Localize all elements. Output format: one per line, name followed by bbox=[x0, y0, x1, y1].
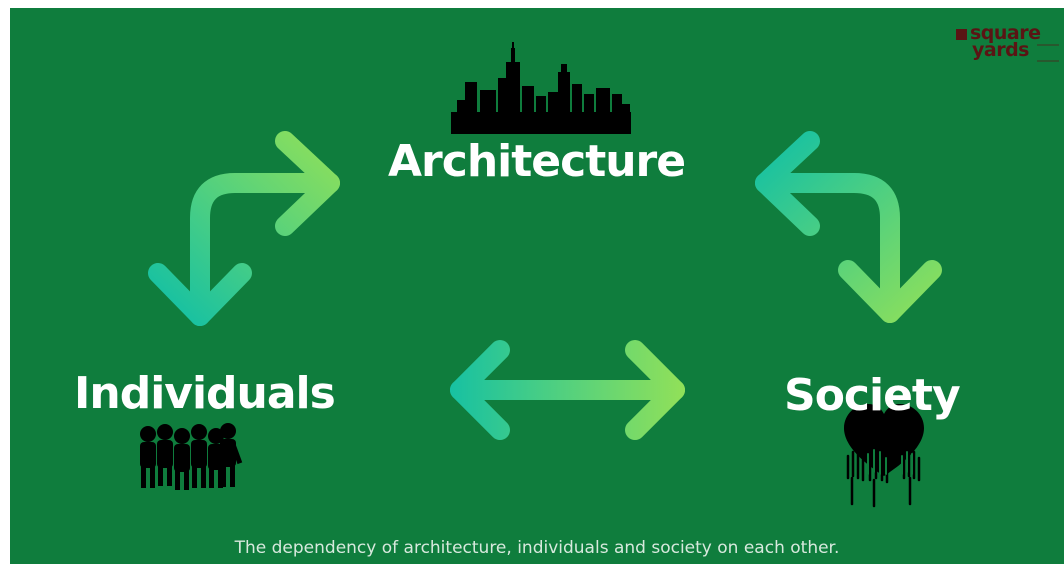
group-of-people-icon bbox=[140, 423, 243, 490]
arrow-architecture-society bbox=[755, 131, 942, 323]
arrow-individuals-architecture bbox=[148, 131, 340, 326]
logo-tagline-mark bbox=[1037, 44, 1059, 62]
node-society-label: Society bbox=[784, 370, 961, 421]
node-architecture-label: Architecture bbox=[388, 136, 686, 187]
hands-and-heart-icon bbox=[844, 404, 924, 508]
caption: The dependency of architecture, individu… bbox=[234, 538, 840, 558]
node-individuals-label: Individuals bbox=[74, 368, 336, 419]
logo-line1: square bbox=[970, 22, 1041, 44]
diagram-graphics bbox=[140, 42, 942, 508]
diagram-canvas: square yards Architecture Individuals So… bbox=[10, 8, 1064, 564]
logo-line2: yards bbox=[972, 39, 1030, 61]
arrow-individuals-society bbox=[450, 340, 685, 440]
city-skyline-icon bbox=[451, 42, 631, 134]
logo-square-mark bbox=[956, 29, 967, 40]
brand-logo: square yards bbox=[956, 24, 1060, 74]
